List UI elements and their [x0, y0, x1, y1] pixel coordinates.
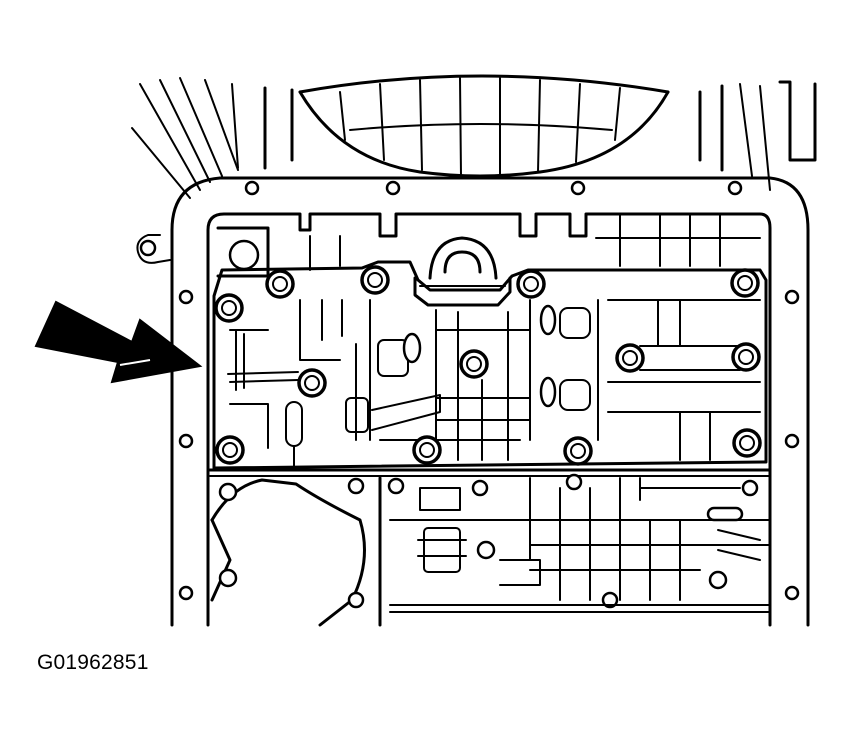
bolt	[731, 342, 761, 372]
bolt	[215, 435, 245, 465]
separator-plate	[208, 260, 772, 477]
lower-valve-body	[210, 473, 771, 627]
gasket-flange	[136, 176, 810, 627]
transmission-valve-body-diagram	[34, 74, 817, 627]
bolt	[615, 343, 645, 373]
valve-body-casting	[206, 212, 772, 627]
valve-body-bolts	[214, 265, 762, 466]
bolt	[730, 268, 760, 298]
pointer-arrow	[34, 300, 203, 384]
bolt	[563, 436, 593, 466]
bolt	[360, 265, 390, 295]
bolt	[516, 269, 546, 299]
bolt	[459, 349, 489, 379]
bolt	[214, 293, 244, 323]
bolt	[732, 428, 762, 458]
bolt	[412, 435, 442, 465]
figure-id-label: G01962851	[37, 651, 149, 674]
transmission-upper-housing	[131, 74, 817, 199]
flange-holes	[178, 180, 800, 601]
bolt	[297, 368, 327, 398]
bolt	[265, 269, 295, 299]
